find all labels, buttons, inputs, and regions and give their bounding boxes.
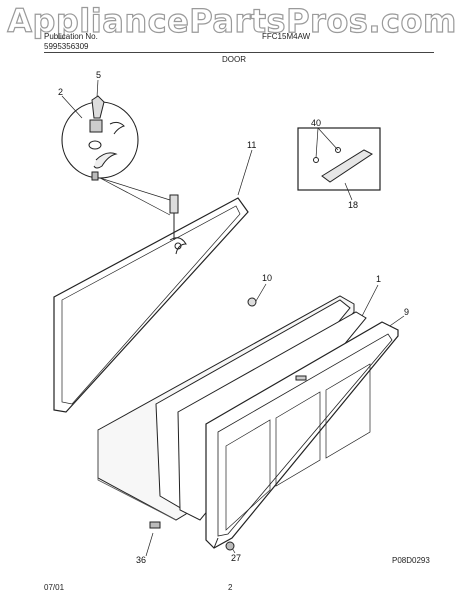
footer-date: 07/01	[44, 583, 65, 592]
model-number: FFC15M4AW	[262, 32, 311, 41]
leader-lines	[61, 79, 405, 557]
handle-detail-box	[297, 127, 381, 191]
watermark: AppliancePartsPros.com	[7, 1, 457, 40]
publication-label: Publication No.	[44, 32, 98, 41]
callout-9: 9	[404, 307, 410, 317]
callout-40: 40	[311, 118, 322, 128]
door-gasket	[53, 197, 249, 413]
outer-door-panel	[205, 321, 399, 549]
cabinet-outline	[97, 430, 177, 521]
small-parts	[149, 297, 257, 551]
diagram-code: P08D0293	[392, 556, 430, 565]
hinge-assembly	[169, 194, 187, 255]
callout-2: 2	[58, 87, 64, 97]
publication-number: 5995356309	[44, 42, 89, 51]
footer-page: 2	[228, 583, 233, 592]
callout-5: 5	[96, 70, 102, 80]
callout-18: 18	[348, 200, 359, 210]
callout-27: 27	[231, 553, 242, 563]
section-title: DOOR	[222, 55, 246, 64]
callout-10: 10	[262, 273, 273, 283]
callout-11: 11	[247, 140, 257, 150]
hinge-detail-circle	[61, 95, 139, 181]
callout-36: 36	[136, 555, 147, 565]
callout-1: 1	[376, 274, 382, 284]
header-rule	[44, 52, 434, 53]
